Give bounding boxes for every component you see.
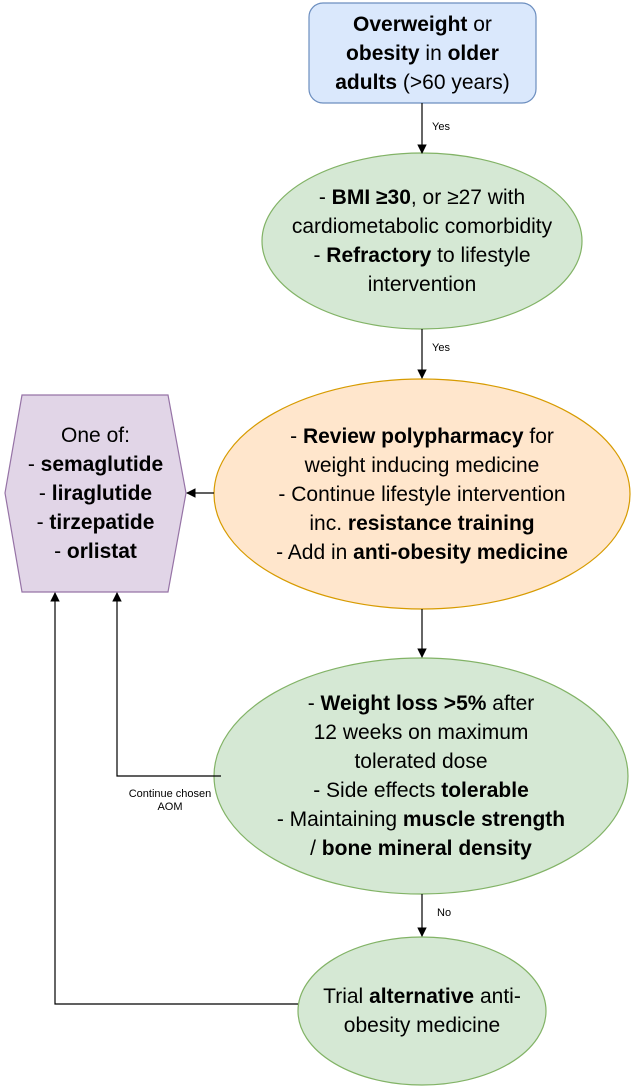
review-node-text-run: after	[486, 692, 535, 715]
management-node-text-run: inc.	[309, 511, 348, 535]
start-node-line: obesity in older	[346, 39, 499, 68]
alternative-node-line: Trial alternative anti-	[323, 982, 521, 1011]
options-node-line: - tirzepatide	[37, 508, 155, 537]
management-node-text-run: -	[290, 424, 303, 448]
review-node-text-run: Weight loss >5%	[320, 692, 487, 715]
edge-label-continue-line-2: AOM	[157, 801, 183, 813]
alternative-node-text-run: Trial	[323, 985, 370, 1008]
criteria-node-text-run: -	[318, 186, 332, 209]
options-node-text-run: tirzepatide	[49, 511, 155, 534]
review-node-line: / bone mineral density	[310, 834, 532, 863]
review-node-text-run: /	[310, 837, 322, 860]
review-node-text-run: bone mineral density	[321, 837, 532, 860]
criteria-node-text-run: -	[313, 244, 327, 267]
alternative-node: Trial alternative anti-obesity medicine	[298, 937, 546, 1085]
edge-label-no: No	[437, 907, 452, 919]
criteria-node-text-run: intervention	[367, 273, 477, 296]
review-node-text-run: -	[307, 692, 321, 715]
start-node-text-run: in	[419, 41, 448, 65]
review-node-line: 12 weeks on maximum	[314, 718, 529, 747]
alternative-node-text-run: alternative	[369, 985, 475, 1008]
review-node-line: - Maintaining muscle strength	[277, 805, 565, 834]
criteria-node-line: - BMI ≥30, or ≥27 with	[319, 183, 525, 212]
alternative-node-text-run: anti-	[474, 985, 521, 1008]
criteria-node-text-run: Refractory	[326, 244, 432, 267]
options-node-text-run: -	[38, 482, 52, 505]
management-node-text-run: Review polypharmacy	[302, 424, 524, 448]
start-node-text-run: obesity	[346, 41, 420, 65]
options-node-line: - liraglutide	[39, 479, 152, 508]
options-node-text-run: liraglutide	[51, 482, 153, 505]
alternative-node-text-run: obesity medicine	[343, 1014, 501, 1037]
management-node-text-run: resistance training	[347, 511, 535, 535]
edge-label-continue-aom: Continue chosen AOM	[115, 788, 225, 814]
start-node-text-run: (>60 years)	[397, 70, 510, 94]
review-node-text-run: tolerated dose	[354, 750, 488, 773]
management-node-text-run: for	[523, 424, 554, 448]
management-node-line: weight inducing medicine	[305, 451, 540, 480]
management-node-line: - Add in anti-obesity medicine	[276, 538, 568, 567]
start-node-text-run: Overweight	[353, 12, 468, 36]
options-node: One of:- semaglutide- liraglutide- tirze…	[5, 395, 186, 592]
options-node-text-run: orlistat	[66, 540, 137, 563]
management-node-line: - Continue lifestyle intervention	[278, 480, 565, 509]
management-node-line: - Review polypharmacy for	[290, 422, 554, 451]
review-node-line: - Side effects tolerable	[313, 776, 529, 805]
options-node-text-run: -	[54, 540, 67, 563]
options-node-text-run: One of:	[61, 424, 130, 447]
criteria-node-text-run: , or ≥27 with	[410, 186, 526, 209]
management-node-line: inc. resistance training	[309, 509, 534, 538]
alternative-node-line: obesity medicine	[344, 1011, 500, 1040]
criteria-node-text-run: to lifestyle	[431, 244, 531, 267]
start-node-line: adults (>60 years)	[335, 68, 509, 97]
review-node-text-run: 12 weeks on maximum	[313, 721, 529, 744]
review-node-text-run: muscle strength	[402, 808, 566, 831]
edge-alternative-to-options	[50, 592, 298, 1005]
review-node: - Weight loss >5% after 12 weeks on maxim…	[214, 658, 628, 894]
start-node-text-run: adults	[335, 70, 398, 94]
criteria-node-line: - Refractory to lifestyle	[313, 241, 530, 270]
criteria-node-line: intervention	[368, 270, 477, 299]
start-node-text-run: or	[467, 12, 492, 36]
options-node-text-run: -	[27, 453, 41, 476]
edge-label-yes-2: Yes	[432, 342, 450, 354]
review-node-line: tolerated dose	[354, 747, 487, 776]
management-node-text-run: anti-obesity medicine	[353, 540, 568, 564]
options-node-line: One of:	[61, 421, 130, 450]
options-node-text-run: -	[36, 511, 50, 534]
criteria-node: - BMI ≥30, or ≥27 with cardiometabolic co…	[262, 153, 582, 329]
management-node-text-run: - Add in	[276, 540, 354, 564]
options-node-line: - semaglutide	[28, 450, 163, 479]
edge-review-to-options	[112, 592, 221, 777]
start-node-line: Overweight or	[353, 10, 492, 39]
options-node-line: - orlistat	[54, 537, 137, 566]
criteria-node-line: cardiometabolic comorbidity	[292, 212, 552, 241]
management-node-text-run: - Continue lifestyle intervention	[278, 482, 566, 506]
review-node-line: - Weight loss >5% after	[308, 689, 535, 718]
review-node-text-run: - Side effects	[313, 779, 442, 802]
options-node-text-run: semaglutide	[40, 453, 164, 476]
review-node-text-run: tolerable	[441, 779, 529, 802]
options-node-shape	[4, 394, 187, 593]
criteria-node-text-run: BMI ≥30	[331, 186, 411, 209]
start-node-text-run: older	[447, 41, 499, 65]
edge-label-yes-1: Yes	[432, 121, 450, 133]
criteria-node-text-run: cardiometabolic comorbidity	[291, 215, 553, 238]
edge-label-continue-line-1: Continue chosen	[128, 788, 212, 800]
review-node-text-run: - Maintaining	[276, 808, 403, 831]
management-node-text-run: weight inducing medicine	[304, 453, 540, 477]
alternative-node-shape	[297, 936, 547, 1086]
